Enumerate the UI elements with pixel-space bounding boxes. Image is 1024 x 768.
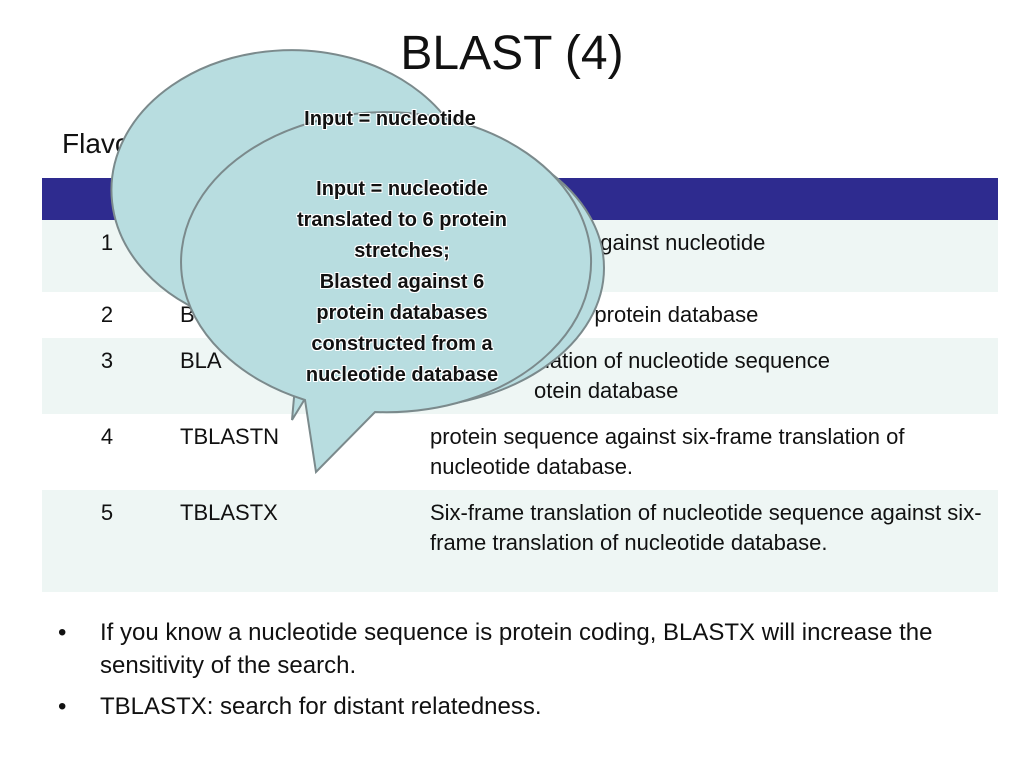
header-cell-num	[42, 178, 172, 220]
table-row: 5 TBLASTX Six-frame translation of nucle…	[42, 490, 998, 592]
callout-back-text: Input = nucleotide	[304, 108, 476, 130]
slide-subtitle: Flavors of	[62, 128, 185, 159]
row-program: TBLASTX	[172, 490, 422, 592]
row-number: 3	[42, 338, 172, 414]
bullet-dot-icon: •	[58, 693, 67, 720]
row-description: Six-frame translation of nucleotide sequ…	[422, 490, 998, 592]
row-number: 2	[42, 292, 172, 338]
bullet-text: TBLASTX: search for distant relatedness.	[100, 693, 542, 720]
bullet-item: • If you know a nucleotide sequence is p…	[58, 616, 978, 682]
row-number: 4	[42, 414, 172, 490]
row-description: protein sequence against six-frame trans…	[422, 414, 998, 490]
row-number: 1	[42, 220, 172, 292]
bullet-dot-icon: •	[58, 619, 67, 646]
row-program: TBLASTN	[172, 414, 422, 490]
bullet-text: If you know a nucleotide sequence is pro…	[100, 619, 933, 679]
row-description-text: uence against nucleotide	[522, 230, 766, 255]
row-description-text: slation of nucleotide sequence otein dat…	[534, 348, 830, 403]
bullet-item: • TBLASTX: search for distant relatednes…	[58, 690, 978, 723]
callout-front-text: Input = nucleotide translated to 6 prote…	[296, 178, 508, 386]
slide-title: BLAST (4)	[400, 27, 624, 80]
bullet-list: • If you know a nucleotide sequence is p…	[58, 616, 978, 731]
table-row: 4 TBLASTN protein sequence against six-f…	[42, 414, 998, 490]
row-number: 5	[42, 490, 172, 592]
